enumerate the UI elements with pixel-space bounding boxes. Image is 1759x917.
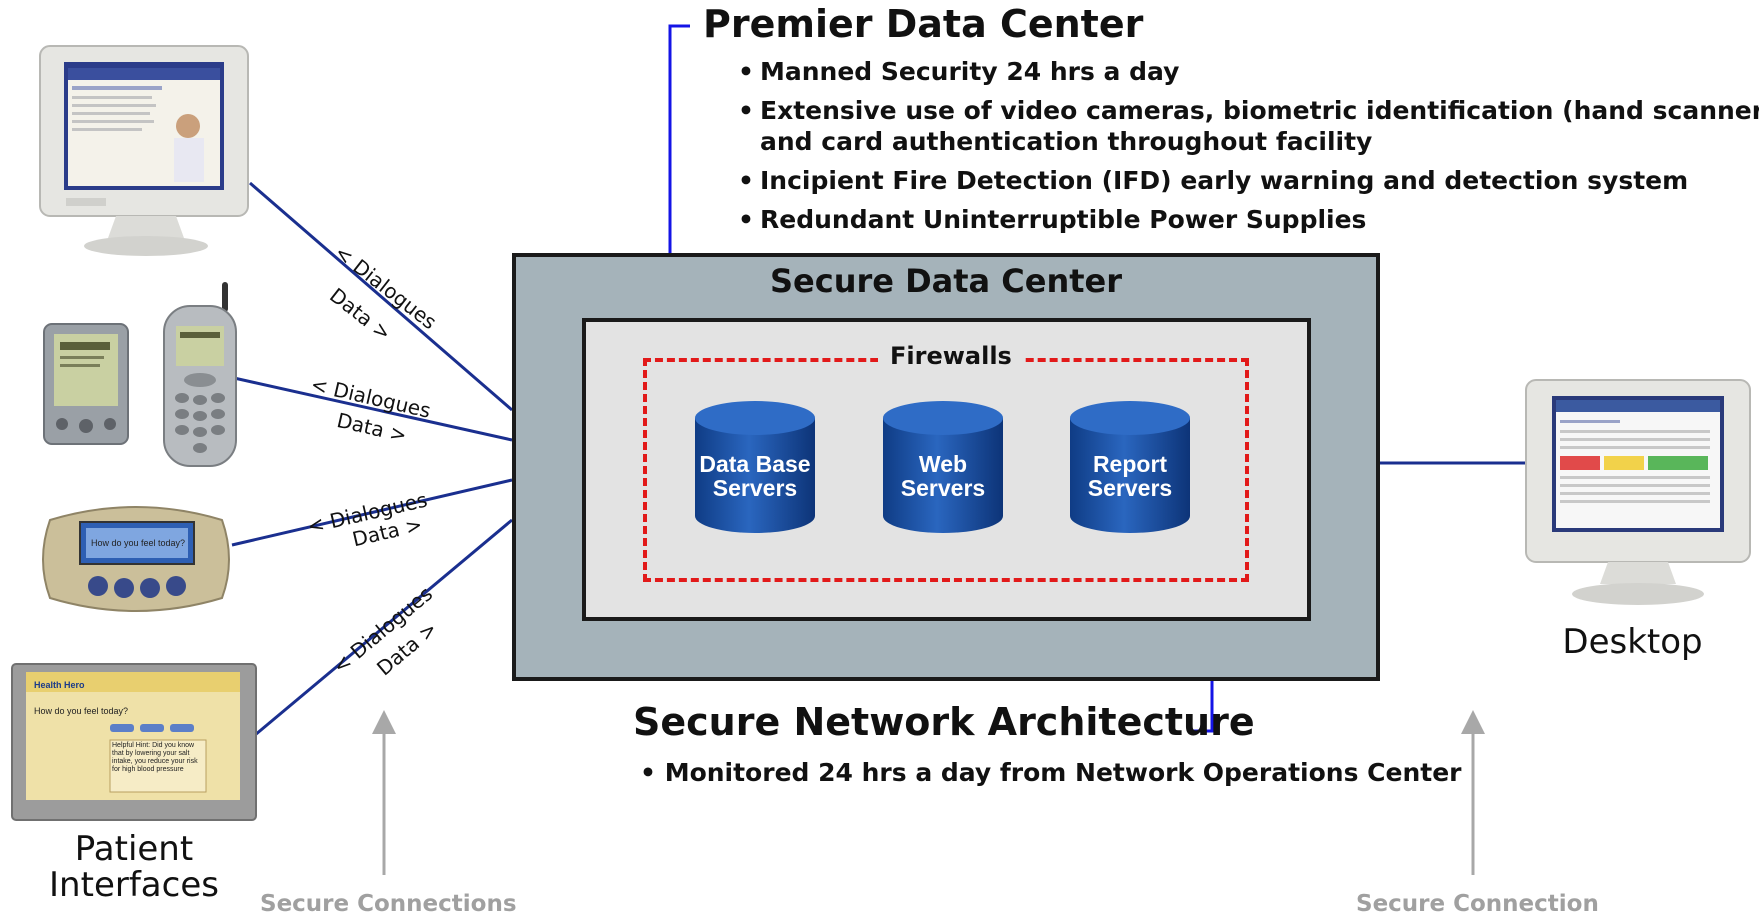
tv-question-text: How do you feel today? <box>34 706 129 716</box>
kiosk-screen-text: How do you feel today? <box>90 538 186 548</box>
premier-bullets: Manned Security 24 hrs a day Extensive u… <box>736 56 1759 243</box>
health-buddy-device-icon <box>42 506 230 612</box>
link-phone <box>233 376 513 442</box>
tv-helpful-hint: Helpful Hint: Did you know that by lower… <box>112 742 198 773</box>
desktop-caption: Desktop <box>1562 622 1703 662</box>
report-server-icon <box>1070 401 1190 533</box>
pda-icon <box>43 323 129 445</box>
network-bullet: • Monitored 24 hrs a day from Network Op… <box>640 758 1462 787</box>
network-title: Secure Network Architecture <box>633 700 1255 744</box>
secure-connection-caption: Secure Connection <box>1356 891 1599 917</box>
web-server-icon <box>883 401 1003 533</box>
premier-bullet: Redundant Uninterruptible Power Supplies <box>736 204 1759 235</box>
premier-title: Premier Data Center <box>703 2 1144 46</box>
tv-brand-text: Health Hero <box>34 680 85 690</box>
premier-bullet-continuation: and card authentication throughout facil… <box>760 127 1373 156</box>
secure-connections-caption: Secure Connections <box>260 891 517 917</box>
premier-bullet: Extensive use of video cameras, biometri… <box>736 95 1759 126</box>
firewalls-label: Firewalls <box>878 342 1024 370</box>
premier-bullet: Manned Security 24 hrs a day <box>736 56 1759 87</box>
link-monitor <box>249 181 513 412</box>
premier-bullet: Incipient Fire Detection (IFD) early war… <box>736 165 1759 196</box>
desktop-monitor-icon <box>1525 379 1751 605</box>
tv-icon <box>11 663 257 821</box>
monitor-icon <box>39 45 249 256</box>
link-kiosk <box>231 478 513 547</box>
secure-data-center-title: Secure Data Center <box>769 262 1123 300</box>
database-server-icon <box>695 401 815 533</box>
link-tv <box>254 518 513 737</box>
mobile-phone-icon <box>163 282 237 467</box>
premier-arrow <box>655 24 690 308</box>
